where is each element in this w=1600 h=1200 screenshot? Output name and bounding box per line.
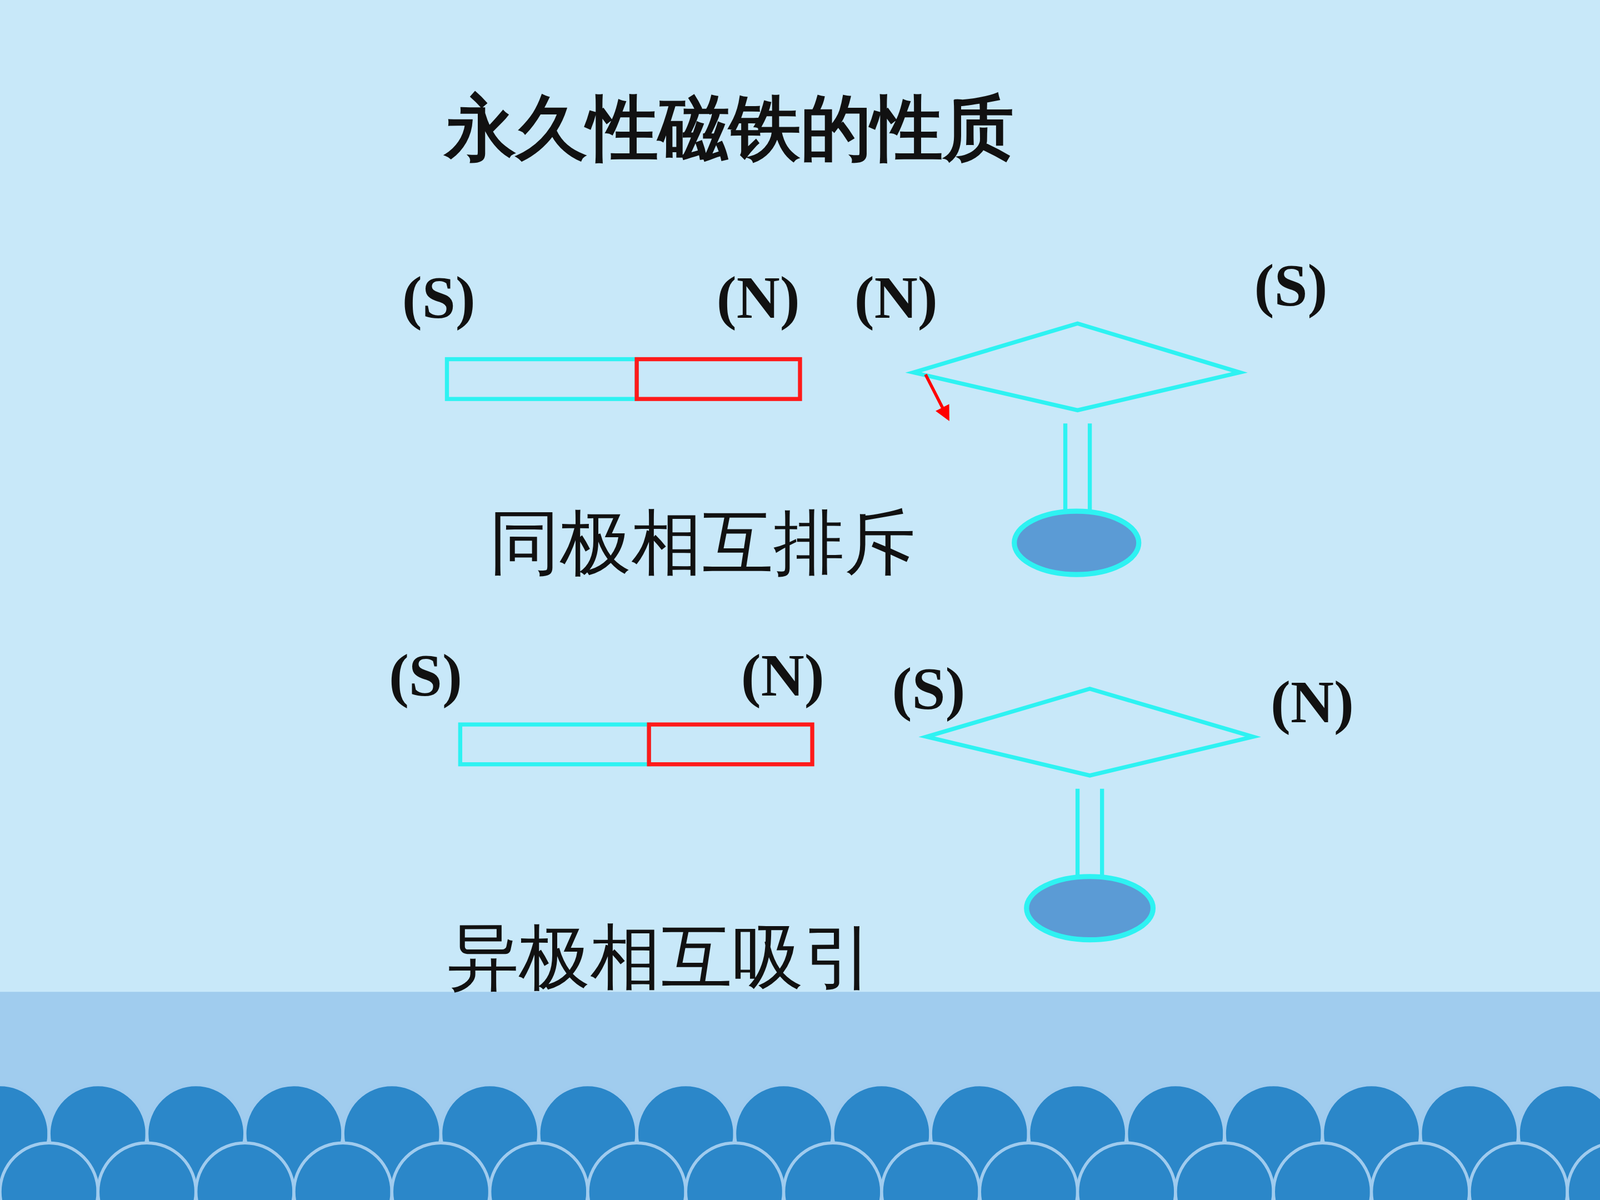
- magnet-north-half: [636, 359, 800, 400]
- magnet-north-half: [648, 724, 813, 765]
- compass-stand: [1087, 423, 1092, 510]
- pole-label: (N): [741, 645, 825, 706]
- wave-scallop: [881, 1142, 980, 1200]
- wave-scallop: [685, 1142, 784, 1200]
- wave-decoration: [0, 1084, 1600, 1200]
- pole-label: (S): [891, 658, 965, 719]
- compass-stand: [1063, 423, 1068, 510]
- compass-base: [1026, 876, 1154, 940]
- rule-text: 同极相互排斥: [488, 507, 916, 579]
- rule-text: 异极相互吸引: [447, 921, 875, 993]
- compass-needle: [926, 688, 1254, 776]
- wave-scallop: [391, 1142, 490, 1200]
- pole-label: (S): [388, 645, 463, 706]
- pole-label: (N): [1270, 672, 1354, 733]
- repel-arrow: [925, 374, 948, 419]
- slide-title: 永久性磁铁的性质: [445, 92, 1014, 164]
- wave-scallop: [1371, 1142, 1470, 1200]
- compass-needle: [913, 323, 1240, 410]
- pole-label: (N): [716, 267, 800, 328]
- wave-scallop: [1077, 1142, 1176, 1200]
- magnet-south-half: [460, 724, 649, 765]
- magnet-south-half: [446, 359, 637, 400]
- wave-scallop: [490, 1142, 588, 1200]
- pole-label: (S): [1253, 255, 1328, 316]
- wave-scallop: [196, 1142, 294, 1200]
- wave-scallop: [979, 1142, 1078, 1200]
- compass-base: [1014, 511, 1139, 575]
- wave-scallop: [1273, 1142, 1372, 1200]
- wave-scallop: [1469, 1142, 1568, 1200]
- wave-scallop: [97, 1142, 196, 1200]
- wave-scallop: [783, 1142, 882, 1200]
- compass-stand: [1100, 788, 1104, 876]
- wave-scallop: [587, 1142, 686, 1200]
- wave-scallop: [1567, 1142, 1600, 1200]
- wave-scallop: [293, 1142, 392, 1200]
- pole-label: (S): [402, 267, 476, 328]
- compass-stand: [1075, 788, 1080, 876]
- wave-scallop: [0, 1142, 98, 1200]
- wave-scallop: [1175, 1142, 1274, 1200]
- pole-label: (N): [854, 267, 938, 328]
